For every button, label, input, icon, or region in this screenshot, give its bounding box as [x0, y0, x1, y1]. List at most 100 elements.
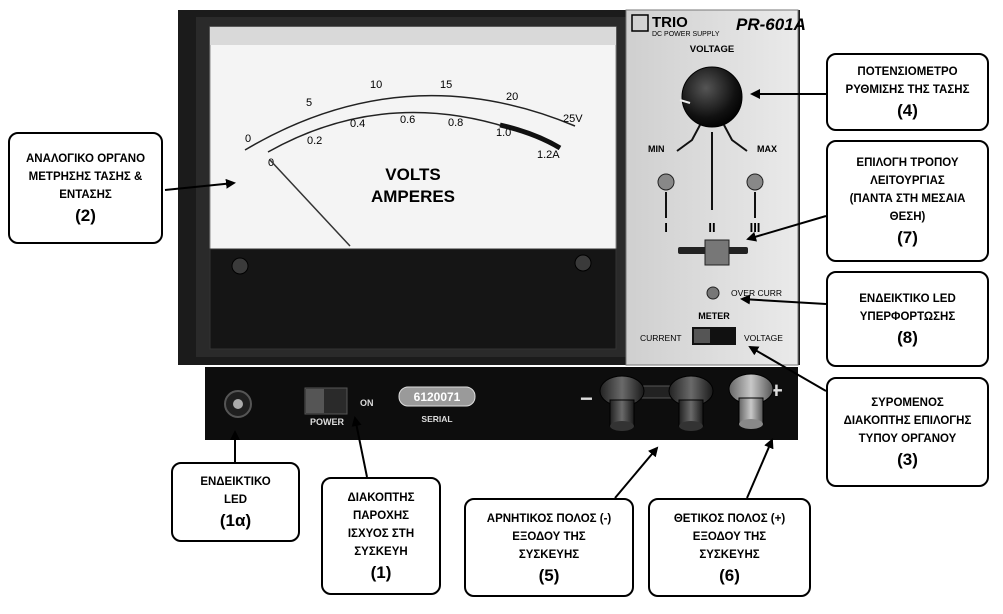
power-switch-rocker	[306, 389, 324, 413]
screw-left	[231, 257, 249, 275]
callout-meter-number: (2)	[75, 206, 96, 225]
overload-label: OVER CURR	[731, 288, 782, 298]
arrow-meter-switch	[748, 345, 827, 392]
callout-mode-line: ΕΠΙΛΟΓΗ ΤΡΟΠΟΥ	[856, 157, 959, 169]
positive-terminal-body	[738, 397, 764, 425]
callout-meter-line: ΜΕΤΡΗΣΗΣ ΤΑΣΗΣ &	[28, 171, 143, 183]
meter-tick-amps: 0.4	[350, 118, 365, 130]
plus-sign: +	[770, 378, 783, 403]
callout-led: ΕΝΔΕΙΚΤΙΚΟ LED (1α)	[171, 462, 300, 542]
voltage-knob-pointer	[679, 99, 691, 104]
meter-tick-volts: 20	[506, 91, 518, 103]
callout-pot-line: ΡΥΘΜΙΣΗΣ ΤΗΣ ΤΑΣΗΣ	[845, 84, 970, 96]
power-led-lens	[233, 399, 243, 409]
meter-switch-current-label: CURRENT	[640, 333, 682, 343]
arrow-meter	[164, 178, 236, 191]
meter-label-amperes: AMPERES	[371, 187, 455, 206]
negative-terminal[interactable]	[599, 375, 645, 431]
negative-terminal-body	[609, 399, 635, 427]
mode-i-indicator	[657, 173, 675, 191]
callout-positive-line: ΣΥΣΚΕΥΗΣ	[699, 548, 760, 561]
serial-plate	[398, 386, 476, 407]
meter-tick-volts: 10	[370, 79, 382, 91]
callout-overload: ΕΝΔΕΙΚΤΙΚΟ LED ΥΠΕΡΦΟΡΤΩΣΗΣ (8)	[826, 271, 989, 367]
callout-mode-line: ΛΕΙΤΟΥΡΓΙΑΣ	[870, 175, 945, 187]
knob-max-mark	[723, 124, 748, 152]
meter-face	[209, 26, 617, 250]
positive-terminal-base	[739, 419, 763, 429]
callout-arrows	[164, 89, 827, 499]
meter-scale-arc-volts	[244, 94, 576, 151]
callout-negative-line: ΑΡΝΗΤΙΚΟΣ ΠΟΛΟΣ (-)	[486, 512, 612, 525]
arrow-negative	[614, 446, 659, 499]
callout-meter-line: ΕΝΤΑΣΗΣ	[59, 189, 112, 201]
callout-pot: ΠΟΤΕΝΣΙΟΜΕΤΡΟ ΡΥΘΜΙΣΗΣ ΤΗΣ ΤΑΣΗΣ (4)	[826, 53, 989, 131]
minus-sign: −	[580, 386, 593, 411]
meter-face-shade	[210, 27, 616, 45]
callout-overload-line: ΥΠΕΡΦΟΡΤΩΣΗΣ	[859, 311, 956, 323]
callout-mode-line: (ΠΑΝΤΑ ΣΤΗ ΜΕΣΑΙΑ	[849, 193, 966, 205]
callout-power: ΔΙΑΚΟΠΤΗΣ ΠΑΡΟΧΗΣ ΙΣΧΥΟΣ ΣΤΗ ΣΥΣΚΕΥΗ (1)	[321, 477, 441, 595]
callout-pot-number: (4)	[897, 101, 918, 120]
mode-switch-handle[interactable]	[704, 239, 730, 266]
callout-led-number: (1α)	[219, 511, 252, 530]
meter-lower-plate	[209, 248, 617, 350]
mode-ii-label: II	[708, 220, 715, 235]
callout-meter-switch-number: (3)	[897, 450, 918, 469]
brand-subtitle: DC POWER SUPPLY	[652, 31, 720, 38]
callout-negative-line: ΕΞΟΔΟΥ ΤΗΣ	[512, 530, 586, 543]
model-name: PR-601A	[736, 15, 806, 34]
power-label: POWER	[310, 417, 345, 427]
device-photo: 0 5 10 15 20 25V 0 0.2 0.4 0.6 0.8 1.0 1…	[178, 9, 806, 440]
meter-label-volts: VOLTS	[385, 165, 440, 184]
meter-tick-volts: 5	[306, 97, 312, 109]
callout-positive-line: ΕΞΟΔΟΥ ΤΗΣ	[692, 530, 767, 543]
overload-led	[706, 286, 720, 300]
arrow-positive	[746, 438, 774, 499]
positive-terminal[interactable]	[728, 373, 774, 429]
meter-tick-amps: 0.8	[448, 117, 463, 129]
callout-meter-switch-line: ΤΥΠΟΥ ΟΡΓΑΝΟΥ	[858, 433, 957, 445]
callout-negative: ΑΡΝΗΤΙΚΟΣ ΠΟΛΟΣ (-) ΕΞΟΔΟΥ ΤΗΣ ΣΥΣΚΕΥΗΣ …	[464, 498, 634, 597]
ground-terminal[interactable]	[668, 375, 714, 431]
callout-power-line: ΠΑΡΟΧΗΣ	[352, 510, 410, 522]
callout-negative-number: (5)	[538, 565, 560, 585]
callout-power-number: (1)	[370, 563, 392, 582]
callout-led-line: LED	[224, 494, 247, 506]
meter-tick-amps: 1.0	[496, 127, 511, 139]
power-on-label: ON	[360, 398, 374, 408]
callout-positive-line: ΘΕΤΙΚΟΣ ΠΟΛΟΣ (+)	[673, 512, 786, 525]
callout-meter-switch-line: ΣΥΡΟΜΕΝΟΣ	[871, 397, 944, 409]
meter-tick-amps: 0.2	[307, 135, 322, 147]
serial-number: 6120071	[414, 390, 461, 404]
mode-i-label: I	[664, 220, 668, 235]
meter-red-zone	[499, 122, 562, 151]
meter-tick-volts: 15	[440, 79, 452, 91]
callout-meter-line: ΑΝΑΛΟΓΙΚΟ ΟΡΓΑΝΟ	[25, 153, 146, 165]
callout-positive: ΘΕΤΙΚΟΣ ΠΟΛΟΣ (+) ΕΞΟΔΟΥ ΤΗΣ ΣΥΣΚΕΥΗΣ (6…	[648, 498, 811, 597]
knob-max-label: MAX	[757, 144, 777, 154]
callout-positive-number: (6)	[719, 565, 740, 585]
screw-right	[574, 254, 592, 272]
meter-tick-amps: 0	[268, 157, 274, 169]
serial-label: SERIAL	[421, 414, 452, 424]
meter-switch-handle[interactable]	[694, 329, 710, 343]
voltage-knob-label: VOLTAGE	[690, 44, 735, 55]
meter-tick-volts: 0	[245, 133, 251, 145]
arrow-overload	[740, 294, 827, 305]
callout-power-line: ΔΙΑΚΟΠΤΗΣ	[347, 492, 415, 504]
callout-overload-line: ΕΝΔΕΙΚΤΙΚΟ LED	[859, 293, 956, 305]
voltage-knob[interactable]	[681, 66, 743, 128]
callout-negative-line: ΣΥΣΚΕΥΗΣ	[518, 548, 580, 561]
meter-tick-amps: 1.2A	[537, 149, 560, 161]
meter-switch-label: METER	[698, 311, 730, 321]
callout-mode-number: (7)	[897, 228, 918, 247]
knob-min-label: MIN	[648, 144, 665, 154]
callout-pot-line: ΠΟΤΕΝΣΙΟΜΕΤΡΟ	[857, 66, 958, 78]
knob-min-mark	[676, 124, 701, 152]
brand-name: TRIO	[652, 14, 688, 31]
mode-iii-indicator	[746, 173, 764, 191]
callout-meter-switch: ΣΥΡΟΜΕΝΟΣ ΔΙΑΚΟΠΤΗΣ ΕΠΙΛΟΓΗΣ ΤΥΠΟΥ ΟΡΓΑΝ…	[826, 377, 989, 487]
bottom-strip	[205, 367, 798, 440]
callout-led-line: ΕΝΔΕΙΚΤΙΚΟ	[200, 476, 271, 488]
